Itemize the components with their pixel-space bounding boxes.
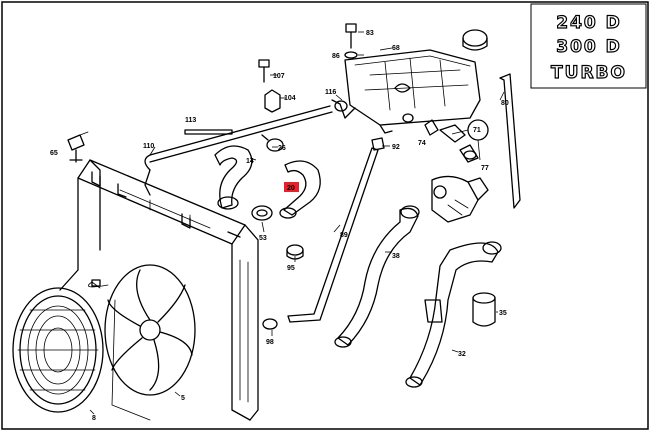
upper-radiator-hose (214, 134, 284, 210)
small-hardware (258, 23, 358, 113)
model-badges: 240 D 300 D TURBO (530, 3, 647, 89)
callout-95: 95 (287, 265, 295, 272)
expansion-tank (331, 29, 488, 134)
callout-83: 83 (366, 30, 374, 37)
callout-5: 5 (181, 395, 185, 402)
callout-92: 92 (392, 144, 400, 151)
callout-14: 14 (246, 158, 254, 165)
callout-65: 65 (50, 150, 58, 157)
callout-71: 71 (473, 127, 481, 134)
hose-32 (405, 241, 502, 388)
callout-74: 74 (418, 140, 426, 147)
hose-20 (279, 160, 321, 219)
callout-68: 68 (392, 45, 400, 52)
sensor-65 (67, 131, 89, 163)
badge-300d: 300 D (556, 37, 622, 57)
callout-80: 80 (501, 100, 509, 107)
callout-35: 35 (499, 310, 507, 317)
badge-240d: 240 D (556, 13, 622, 33)
sleeve-35 (472, 292, 496, 327)
fan-assembly (12, 264, 196, 421)
callout-86: 86 (332, 53, 340, 60)
callout-77: 77 (481, 165, 489, 172)
callout-104: 104 (284, 95, 296, 102)
radiator (59, 159, 259, 421)
callout-38: 38 (392, 253, 400, 260)
highlight-badge-20 (284, 182, 299, 192)
callouts: 83 86 68 107 104 116 113 80 110 26 14 71… (50, 30, 509, 422)
leader-lines (89, 31, 505, 415)
callout-116: 116 (325, 89, 336, 96)
callout-8: 8 (92, 415, 96, 422)
clamp-53 (251, 205, 273, 221)
callout-110: 110 (143, 143, 154, 150)
callout-113: 113 (185, 117, 196, 124)
callout-26: 26 (278, 145, 286, 152)
vent-tubes (144, 105, 333, 196)
badge-box (530, 3, 647, 89)
badge-turbo: TURBO (551, 63, 627, 83)
callout-98: 98 (266, 339, 274, 346)
hose-89 (287, 137, 385, 323)
callout-107: 107 (273, 73, 285, 80)
callout-32: 32 (458, 351, 466, 358)
callout-53: 53 (259, 235, 267, 242)
clamp-98 (262, 318, 278, 330)
hose-38 (334, 205, 420, 348)
callout-89: 89 (340, 232, 348, 239)
overflow-hose (499, 73, 521, 209)
callout-20: 20 (287, 185, 295, 192)
